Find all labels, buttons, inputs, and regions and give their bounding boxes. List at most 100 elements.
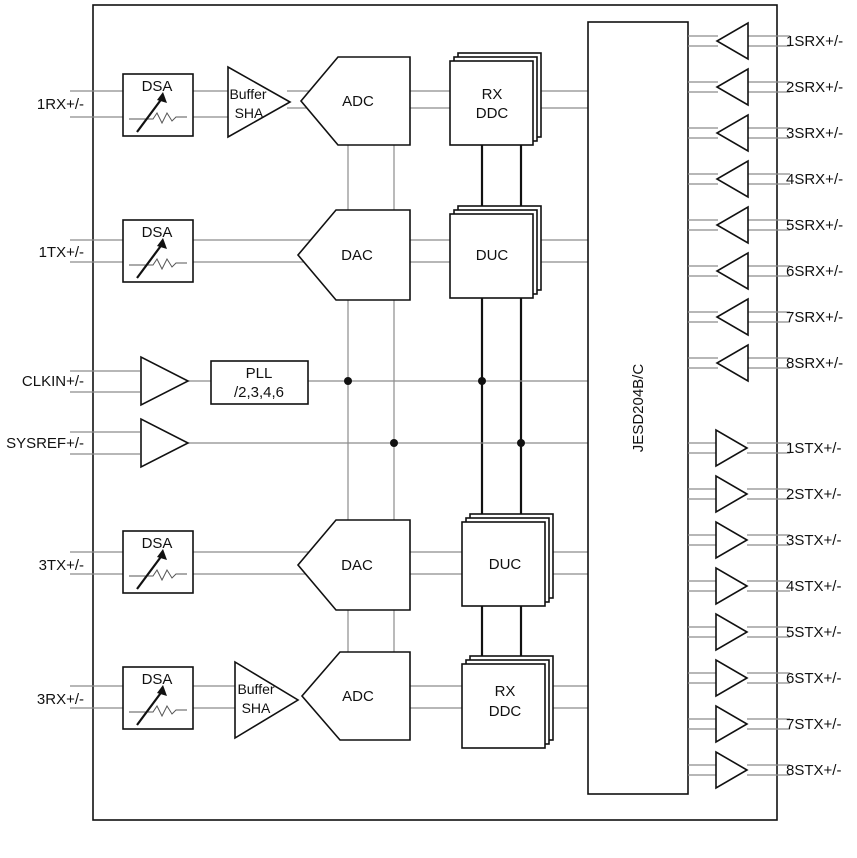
srx-buffer [715,205,749,245]
clock-buses [347,145,395,652]
buffer-label: Buffer [237,681,274,697]
dsa-label: DSA [142,78,173,95]
dac-label: DAC [341,557,373,574]
duc-block-3: DUC [461,513,554,607]
pll-label: PLL [246,365,273,382]
stx-pin-label: 2STX+/- [786,486,841,503]
left-pin-labels: 1RX+/- 1TX+/- CLKIN+/- SYSREF+/- 3TX+/- … [6,96,84,708]
srx-buffer [715,21,749,61]
srx-buffer [715,343,749,383]
stx-lane: 6STX+/- [688,658,841,698]
stx-buffer [715,428,749,468]
dac-block-3tx: DAC [296,519,411,611]
srx-buffer [715,159,749,199]
srx-buffer [715,113,749,153]
adc-block-3rx: ADC [300,651,411,741]
stx-buffer [715,750,749,790]
srx-lane: 4SRX+/- [688,159,843,199]
srx-lane: 1SRX+/- [688,21,843,61]
pin-label-1tx: 1TX+/- [39,244,84,261]
adc-block-1rx: ADC [299,56,411,146]
dsa-block-1tx: DSA [122,219,194,283]
adc-label: ADC [342,688,374,705]
duc-label: DUC [489,556,522,573]
buffer-sha-3rx: Buffer SHA [234,660,300,740]
duc-label: DUC [476,247,509,264]
sha-label: SHA [235,105,264,121]
stx-buffer [715,474,749,514]
stx-lane: 1STX+/- [688,428,841,468]
srx-lane: 2SRX+/- [688,67,843,107]
junction-dot [478,377,486,385]
stx-lane: 3STX+/- [688,520,841,560]
jesd-label: JESD204B/C [630,364,647,453]
ddc-label: DDC [489,703,522,720]
chip-outline [92,4,778,821]
stx-pin-label: 5STX+/- [786,624,841,641]
clkin-buffer [140,355,190,407]
junction-dot [344,377,352,385]
dac-label: DAC [341,247,373,264]
stx-buffer [715,520,749,560]
dsa-label: DSA [142,535,173,552]
dsa-block-1rx: DSA [122,73,194,137]
rx-label: RX [495,683,516,700]
pin-label-1rx: 1RX+/- [37,96,84,113]
stx-lane: 8STX+/- [688,750,841,790]
stx-lane: 2STX+/- [688,474,841,514]
stx-pin-label: 1STX+/- [786,440,841,457]
srx-lane: 6SRX+/- [688,251,843,291]
srx-pin-label: 6SRX+/- [786,263,843,280]
srx-buffer [715,297,749,337]
srx-pin-label: 8SRX+/- [786,355,843,372]
pin-label-clkin: CLKIN+/- [22,373,84,390]
stx-buffer [715,566,749,606]
clock-lines [70,370,588,455]
srx-lane: 3SRX+/- [688,113,843,153]
stx-lane: 7STX+/- [688,704,841,744]
srx-pin-label: 7SRX+/- [786,309,843,326]
stx-lane: 4STX+/- [688,566,841,606]
stx-buffer [715,704,749,744]
dsa-block-3tx: DSA [122,530,194,594]
srx-pin-label: 5SRX+/- [786,217,843,234]
buffer-sha-1rx: Buffer SHA [227,65,292,139]
stx-buffer [715,658,749,698]
srx-pin-label: 2SRX+/- [786,79,843,96]
signal-wires [70,90,588,709]
rx-ddc-block-3: RX DDC [461,655,554,749]
pin-label-3tx: 3TX+/- [39,557,84,574]
pll-block: PLL /2,3,4,6 [210,360,309,405]
stx-lane: 5STX+/- [688,612,841,652]
data-buses [480,145,523,656]
srx-buffer [715,67,749,107]
jesd-block: JESD204B/C [587,21,689,795]
pin-label-3rx: 3RX+/- [37,691,84,708]
srx-pin-label: 3SRX+/- [786,125,843,142]
pin-label-sysref: SYSREF+/- [6,435,84,452]
dac-block-1tx: DAC [296,209,411,301]
srx-lane: 7SRX+/- [688,297,843,337]
pll-divider-label: /2,3,4,6 [234,384,284,401]
stx-pin-label: 4STX+/- [786,578,841,595]
dsa-block-3rx: DSA [122,666,194,730]
srx-lane: 8SRX+/- [688,343,843,383]
rx-ddc-block-1: RX DDC [449,52,542,146]
dsa-label: DSA [142,224,173,241]
junction-dot [390,439,398,447]
srx-pin-label: 1SRX+/- [786,33,843,50]
stx-pin-label: 7STX+/- [786,716,841,733]
srx-pin-label: 4SRX+/- [786,171,843,188]
junction-dot [517,439,525,447]
dsa-label: DSA [142,671,173,688]
serdes-lanes: 1SRX+/- 2SRX+/- 3SRX+/- 4SRX+/- 5SRX+/- 6SRX+… [688,21,843,790]
stx-buffer [715,612,749,652]
stx-pin-label: 3STX+/- [786,532,841,549]
stx-pin-label: 6STX+/- [786,670,841,687]
stx-pin-label: 8STX+/- [786,762,841,779]
srx-lane: 5SRX+/- [688,205,843,245]
sha-label: SHA [242,700,271,716]
ddc-label: DDC [476,105,509,122]
duc-block-1: DUC [449,205,542,299]
